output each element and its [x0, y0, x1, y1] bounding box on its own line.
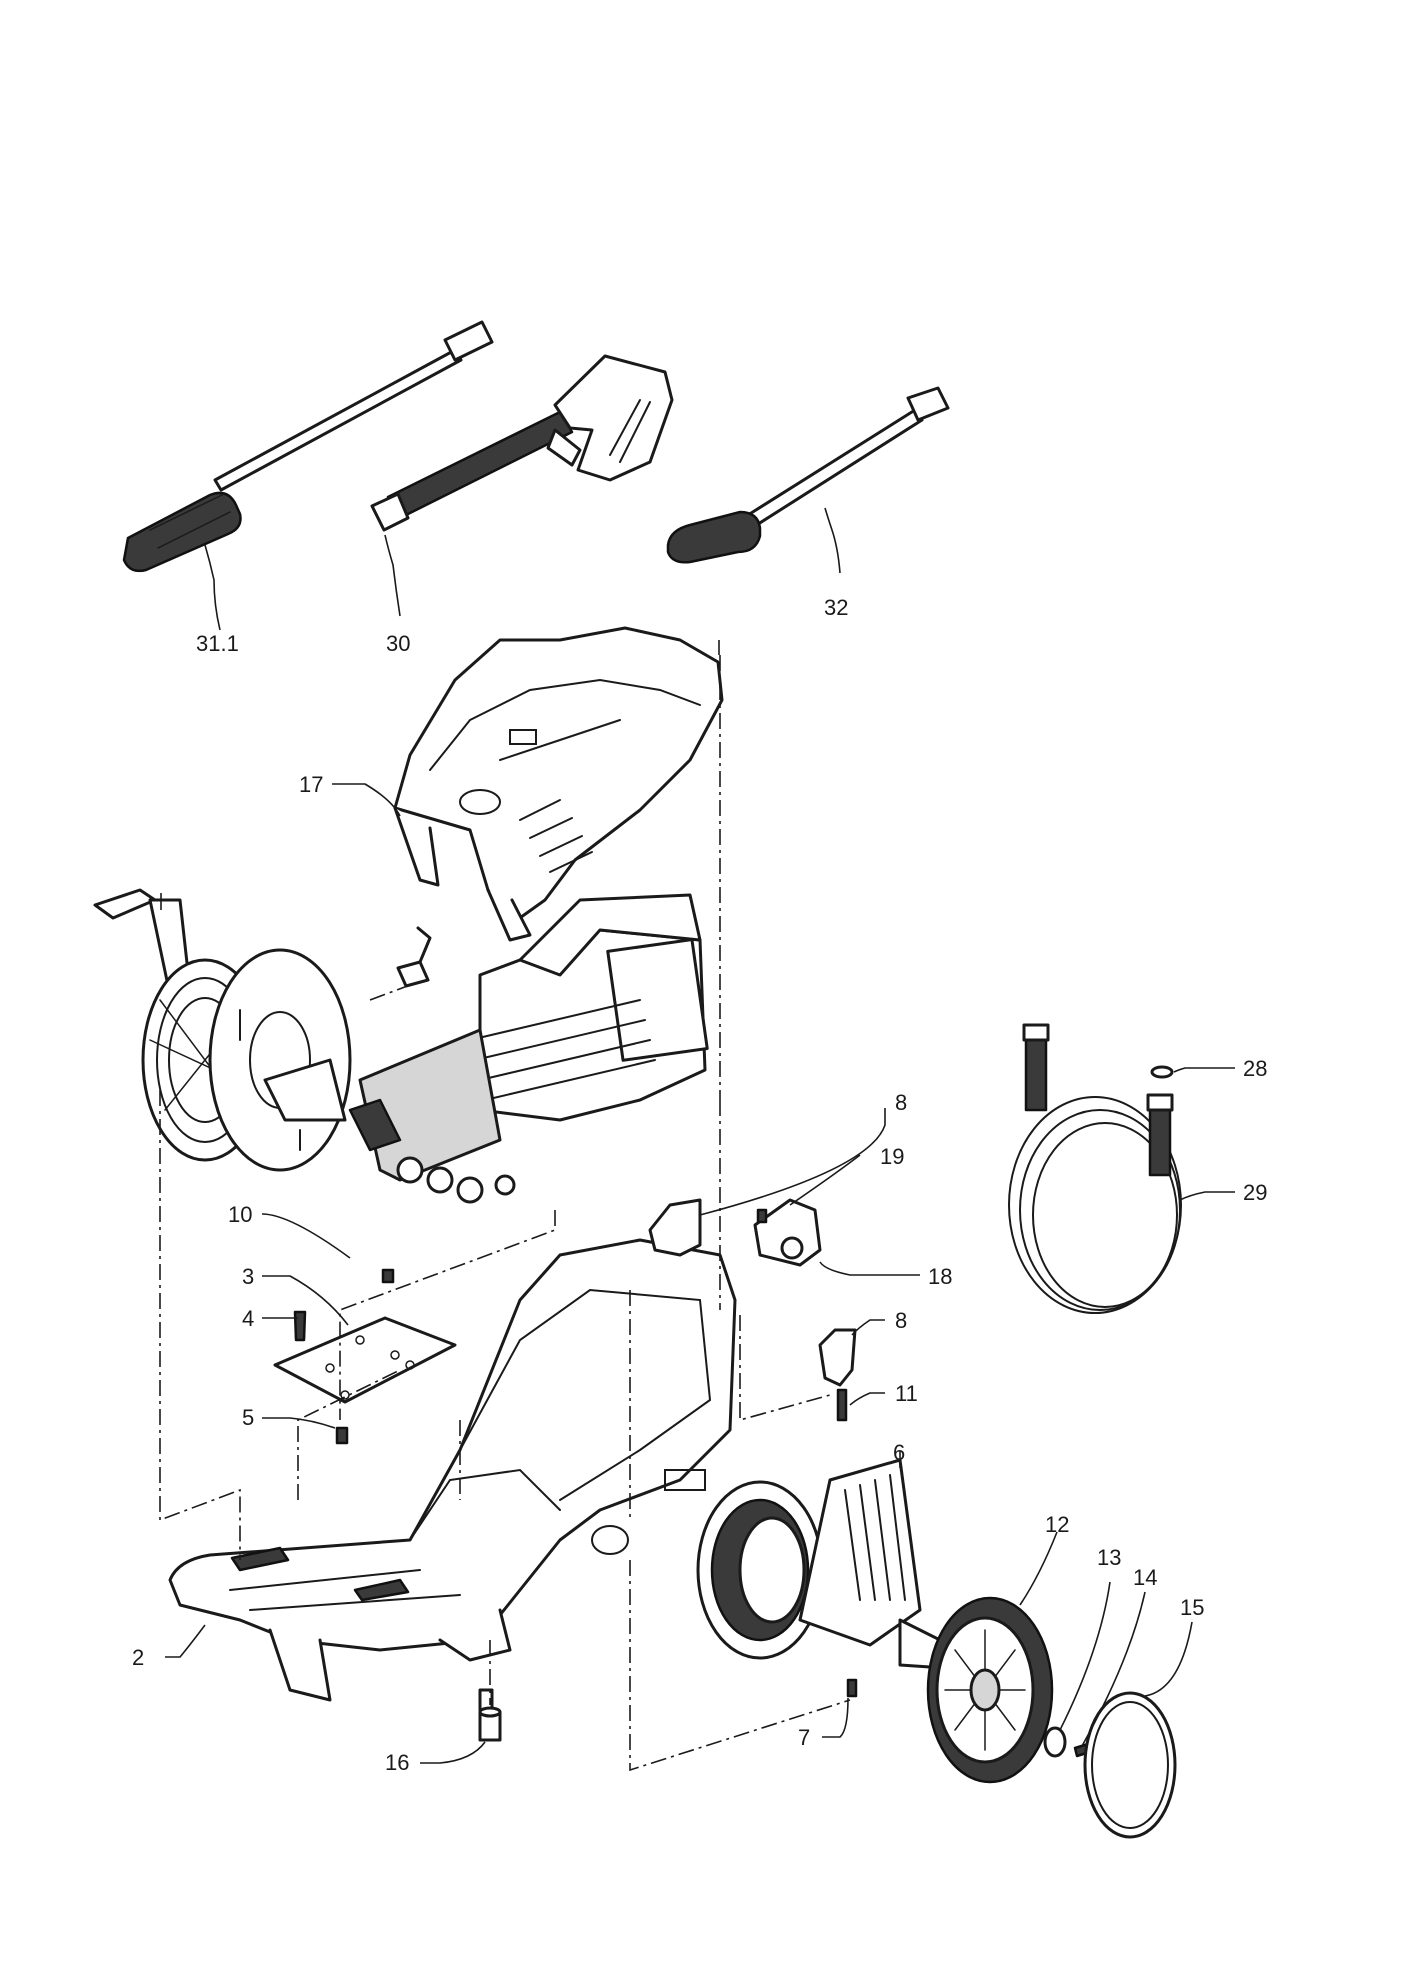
callout-8-top: 8 — [895, 1090, 907, 1115]
plate-3 — [273, 1268, 457, 1445]
axle-assembly-6 — [696, 1458, 947, 1698]
callout-29: 29 — [1243, 1180, 1267, 1205]
callout-15: 15 — [1180, 1595, 1204, 1620]
hose-29 — [1008, 1023, 1182, 1314]
callout-17: 17 — [299, 772, 323, 797]
hood-17 — [393, 626, 724, 942]
frame-2 — [168, 1238, 737, 1712]
o-ring-28 — [1150, 1065, 1174, 1079]
callout-labels: 31.1 30 32 17 8 19 10 3 4 18 8 5 11 6 12… — [132, 595, 1267, 1775]
callout-4: 4 — [242, 1306, 254, 1331]
callout-12: 12 — [1045, 1512, 1069, 1537]
bracket-8-bottom — [818, 1328, 857, 1422]
bracket-19-18 — [753, 1198, 822, 1267]
callout-30: 30 — [386, 631, 410, 656]
lance-31-1 — [122, 320, 494, 573]
callout-6: 6 — [893, 1440, 905, 1465]
callout-16: 16 — [385, 1750, 409, 1775]
callout-11: 11 — [895, 1381, 918, 1406]
callout-2: 2 — [132, 1645, 144, 1670]
callout-28: 28 — [1243, 1056, 1267, 1081]
leader-lines — [165, 507, 1235, 1764]
callout-19: 19 — [880, 1144, 904, 1169]
callout-13: 13 — [1097, 1545, 1121, 1570]
assembly-lines — [159, 640, 851, 1772]
lance-32 — [666, 386, 950, 564]
callout-10: 10 — [228, 1202, 252, 1227]
spray-gun-30 — [370, 354, 674, 532]
callout-18: 18 — [928, 1264, 952, 1289]
hubcap-15 — [1083, 1691, 1177, 1839]
hose-reel — [93, 888, 432, 1172]
bracket-8-top — [648, 1198, 702, 1257]
callout-5: 5 — [242, 1405, 254, 1430]
washer-13 — [1043, 1726, 1067, 1758]
callout-31-1: 31.1 — [196, 631, 239, 656]
callout-7: 7 — [798, 1725, 810, 1750]
callout-3: 3 — [242, 1264, 254, 1289]
motor-pump-assembly — [348, 893, 709, 1204]
callout-32: 32 — [824, 595, 848, 620]
callout-14: 14 — [1133, 1565, 1157, 1590]
foot-16 — [478, 1706, 502, 1742]
callout-8-bottom: 8 — [895, 1308, 907, 1333]
wheel-12 — [926, 1596, 1054, 1784]
